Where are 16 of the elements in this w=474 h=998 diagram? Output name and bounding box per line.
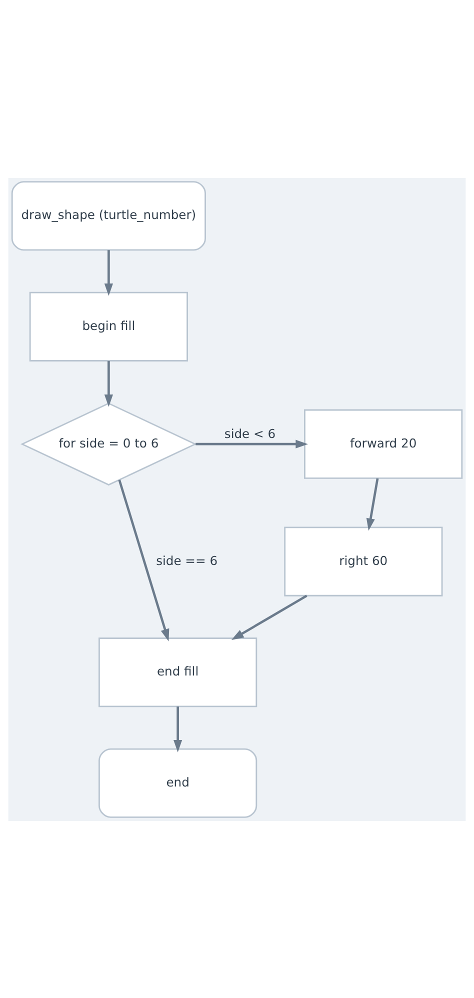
edge-label: side < 6 [224,426,276,440]
arrow [366,478,379,530]
arrow [118,479,170,641]
arrow [231,594,308,640]
node-box: end [98,748,258,818]
node-box: begin fill [29,291,188,361]
node-box: forward 20 [304,408,463,478]
node-box: end fill [98,637,258,707]
arrow [104,250,113,296]
node-box: right 60 [284,526,443,596]
arrow [196,439,308,448]
arrow [104,360,113,406]
node-diamond: for side = 0 to 6 [20,402,197,486]
node-box: draw_shape (turtle_number) [11,180,206,250]
edge-label: side == 6 [156,553,218,568]
arrow [174,706,182,752]
